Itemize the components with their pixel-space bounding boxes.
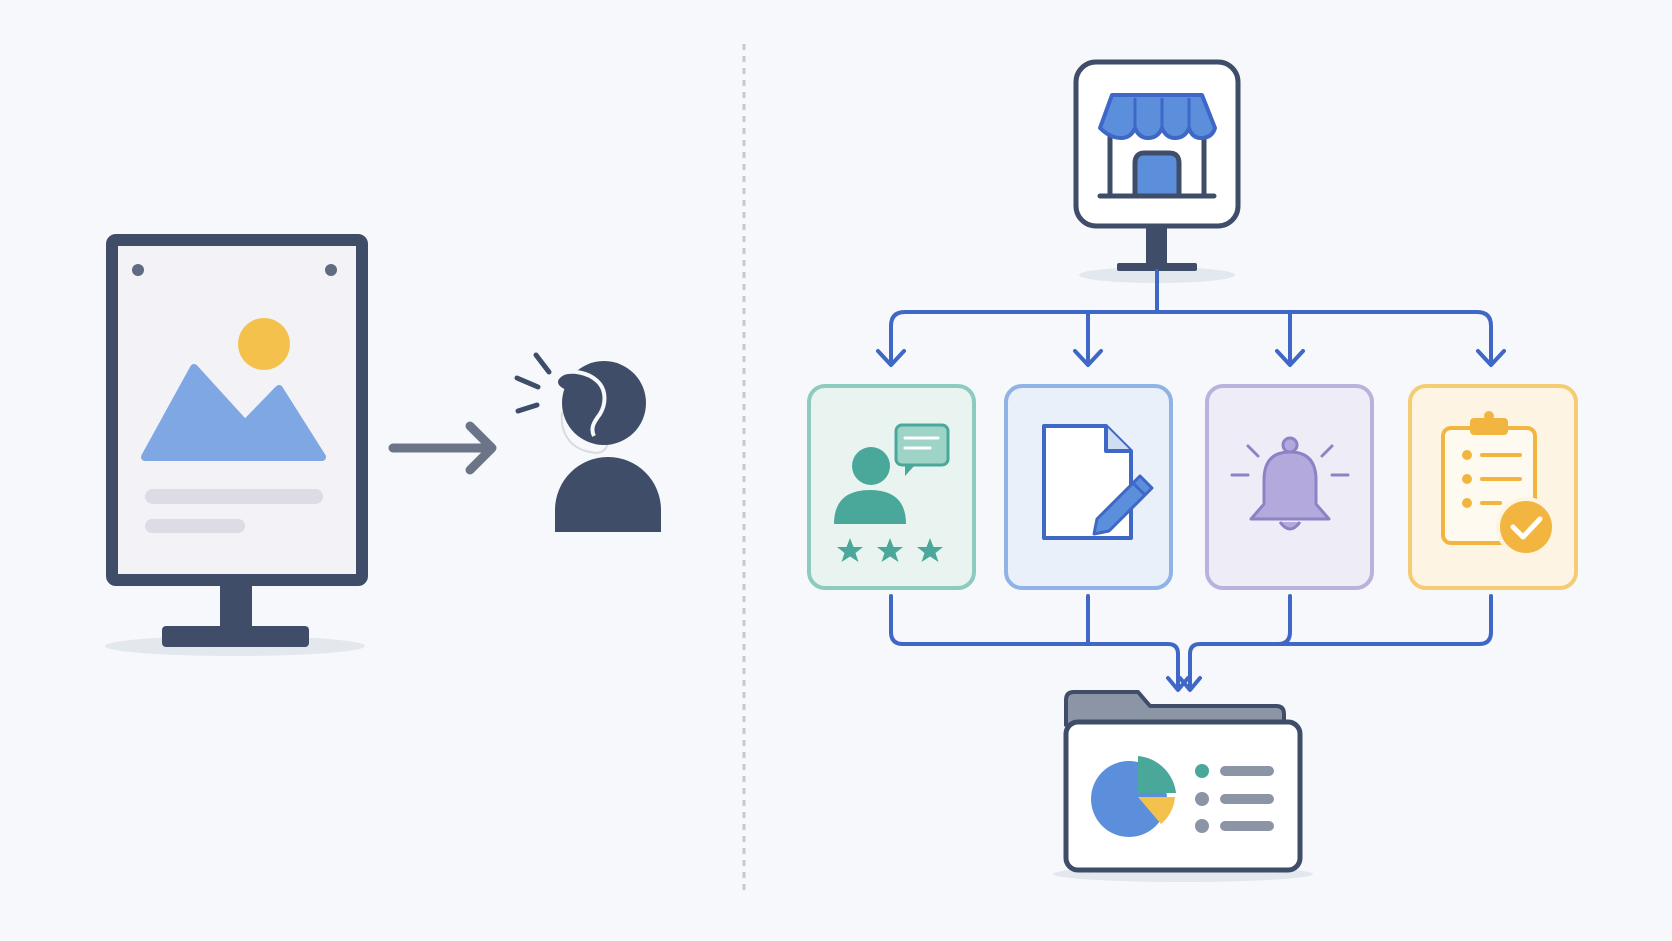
- storefront-icon: [1073, 59, 1241, 283]
- feature-card-tasks: [1408, 384, 1578, 590]
- bell-notification-icon: [1230, 436, 1350, 531]
- feature-card-edit: [1004, 384, 1173, 590]
- person-attention-icon: [514, 352, 661, 532]
- clipboard-checklist-icon: [1441, 411, 1556, 557]
- analytics-folder-icon: [1053, 690, 1313, 882]
- feature-card-notify: [1205, 384, 1374, 590]
- fan-out-connectors: [876, 269, 1506, 367]
- arrow-right-icon: [388, 421, 497, 475]
- fan-in-connectors: [889, 594, 1493, 692]
- feature-card-reviews: [807, 384, 976, 590]
- document-edit-icon: [1042, 424, 1154, 540]
- billboard-icon: [105, 234, 368, 656]
- user-review-stars-icon: [834, 423, 950, 562]
